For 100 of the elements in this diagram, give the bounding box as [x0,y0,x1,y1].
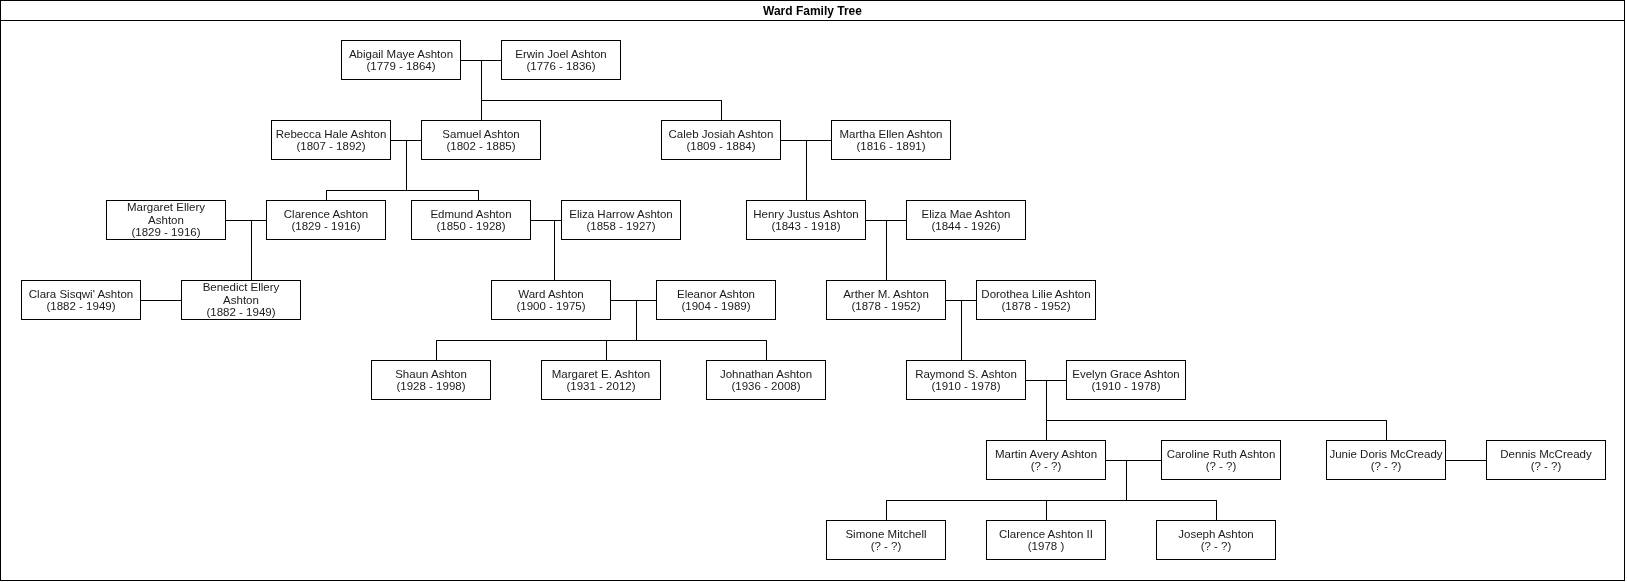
person-box [411,200,531,240]
life-dates: (1904 - 1989) [681,300,751,313]
person-box [1486,440,1606,480]
life-dates: (1779 - 1864) [366,60,436,73]
person-box [341,40,461,80]
diagram-title: Ward Family Tree [763,3,862,18]
family-line [886,220,907,281]
person-box [371,360,491,400]
person-name: Abigail Maye Ashton [348,47,454,60]
person-name: Martha Ellen Ashton [839,127,943,140]
person-box [826,520,946,560]
life-dates: (1882 - 1949) [206,306,276,319]
family-line [806,140,832,201]
person-box [501,40,621,80]
life-dates: (? - ?) [1530,460,1562,473]
person-box [421,120,541,160]
person-name: Clarence Ashton II [999,527,1093,540]
person-name: Simone Mitchell [845,527,927,540]
person-name: Joseph Ashton [1178,527,1254,540]
person-name: Rebecca Hale Ashton [275,127,387,140]
person-box [181,280,301,320]
life-dates: (? - ?) [1200,540,1232,553]
person-name: Benedict Ellery Ashton [201,281,281,307]
life-dates: (1776 - 1836) [526,60,596,73]
life-dates: (? - ?) [1370,460,1402,473]
family-line [1445,460,1487,461]
person-name: Dennis McCready [1500,447,1592,460]
person-box [491,280,611,320]
life-dates: (1850 - 1928) [436,220,506,233]
person-box [561,200,681,240]
person-box [986,440,1106,480]
family-line [636,300,767,361]
life-dates: (1844 - 1926) [931,220,1001,233]
person-box [1066,360,1186,400]
person-name: Johnathan Ashton [719,367,813,380]
person-name: Eliza Mae Ashton [921,207,1011,220]
life-dates: (1809 - 1884) [686,140,756,153]
life-dates: (1910 - 1978) [1091,380,1161,393]
person-name: Raymond S. Ashton [915,367,1017,380]
person-box [656,280,776,320]
life-dates: (1807 - 1892) [296,140,366,153]
person-name: Ward Ashton [518,287,584,300]
person-name: Henry Justus Ashton [753,207,859,220]
life-dates: (1802 - 1885) [446,140,516,153]
person-name: Junie Doris McCready [1329,447,1443,460]
person-box [266,200,386,240]
life-dates: (1931 - 2012) [566,380,636,393]
person-name: Dorothea Lilie Ashton [981,287,1091,300]
person-name: Caleb Josiah Ashton [668,127,774,140]
life-dates: (1882 - 1949) [46,300,116,313]
life-dates: (1900 - 1975) [516,300,586,313]
life-dates: (? - ?) [1205,460,1237,473]
person-box [906,360,1026,400]
family-line [1126,460,1217,521]
life-dates: (1878 - 1952) [851,300,921,313]
person-box [271,120,391,160]
person-name: Eleanor Ashton [677,287,755,300]
person-box [541,360,661,400]
life-dates: (1816 - 1891) [856,140,926,153]
person-name: Martin Avery Ashton [994,447,1098,460]
person-box [986,520,1106,560]
life-dates: (1936 - 2008) [731,380,801,393]
person-name: Erwin Joel Ashton [515,47,607,60]
life-dates: (1829 - 1916) [291,220,361,233]
person-name: Clarence Ashton [283,207,369,220]
person-box [746,200,866,240]
person-box [661,120,781,160]
person-name: Evelyn Grace Ashton [1072,367,1180,380]
person-box [1156,520,1276,560]
life-dates: (1878 - 1952) [1001,300,1071,313]
family-line [251,220,267,281]
person-box [1326,440,1446,480]
family-line [961,300,977,361]
person-name: Clara Sisqwi' Ashton [28,287,134,300]
person-name: Samuel Ashton [442,127,520,140]
person-box [906,200,1026,240]
person-name: Caroline Ruth Ashton [1166,447,1276,460]
family-line [554,220,562,281]
life-dates: (1843 - 1918) [771,220,841,233]
person-box [21,280,141,320]
person-box [1161,440,1281,480]
person-box [826,280,946,320]
life-dates: (? - ?) [1030,460,1062,473]
life-dates: (1858 - 1927) [586,220,656,233]
family-line [406,140,479,201]
life-dates: (1978 ) [1027,540,1065,553]
life-dates: (1910 - 1978) [931,380,1001,393]
life-dates: (1928 - 1998) [396,380,466,393]
person-name: Margaret E. Ashton [551,367,651,380]
person-box [831,120,951,160]
life-dates: (? - ?) [870,540,902,553]
person-name: Edmund Ashton [430,207,512,220]
life-dates: (1829 - 1916) [131,226,201,239]
person-box [706,360,826,400]
person-box [106,200,226,240]
person-name: Shaun Ashton [395,367,467,380]
person-name: Eliza Harrow Ashton [569,207,673,220]
family-line [140,300,182,301]
person-name: Arther M. Ashton [843,287,929,300]
person-name: Margaret Ellery Ashton [126,201,206,227]
